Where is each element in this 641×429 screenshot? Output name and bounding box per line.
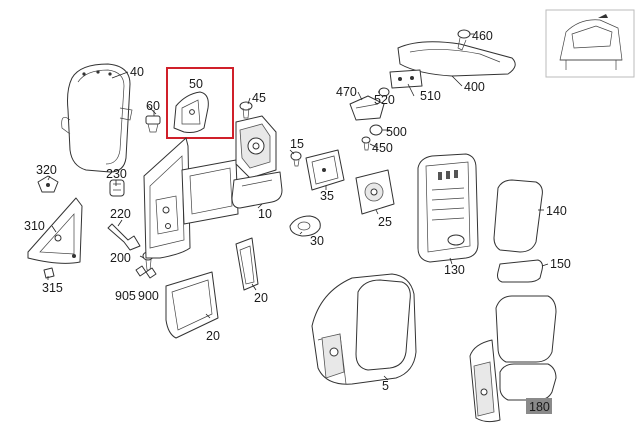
callout-180-badge[interactable]: 180	[526, 398, 552, 414]
callout-400[interactable]: 400	[464, 80, 485, 94]
part-35-plate[interactable]	[305, 149, 345, 191]
part-20-side-bracket[interactable]	[235, 237, 259, 291]
callout-180[interactable]: 180	[529, 400, 550, 414]
callout-470[interactable]: 470	[336, 85, 357, 99]
callout-45[interactable]: 45	[252, 91, 266, 105]
part-450-screw[interactable]	[361, 136, 371, 151]
highlight-box-50	[166, 67, 234, 139]
callout-230[interactable]: 230	[106, 167, 127, 181]
mirror-base-assembly[interactable]	[143, 137, 239, 259]
callout-520[interactable]: 520	[374, 93, 395, 107]
callout-220[interactable]: 220	[110, 207, 131, 221]
badge-180-bg	[526, 398, 552, 414]
thumbnail-windshield	[571, 25, 613, 49]
callout-500[interactable]: 500	[386, 125, 407, 139]
part-40-housing-cover[interactable]	[61, 63, 133, 173]
callout-20-side[interactable]: 20	[254, 291, 268, 305]
leader-lines	[47, 33, 549, 381]
callout-450[interactable]: 450	[372, 141, 393, 155]
callout-30[interactable]: 30	[310, 234, 324, 248]
callout-130[interactable]: 130	[444, 263, 465, 277]
callout-10[interactable]: 10	[258, 207, 272, 221]
callout-150[interactable]: 150	[550, 257, 571, 271]
callout-510[interactable]: 510	[420, 89, 441, 103]
thumbnail-bumper	[560, 59, 622, 70]
part-140-mirror-pane[interactable]	[493, 179, 543, 253]
callout-5[interactable]: 5	[382, 379, 389, 393]
part-30-bracket[interactable]	[289, 215, 321, 237]
callout-320[interactable]: 320	[36, 163, 57, 177]
callout-40[interactable]: 40	[130, 65, 144, 79]
part-220-lever[interactable]	[107, 223, 141, 251]
thumbnail-van-outline	[559, 19, 623, 61]
part-315-screw[interactable]	[43, 267, 55, 279]
part-20-lower-cover[interactable]	[165, 271, 219, 339]
callout-900[interactable]: 900	[138, 289, 159, 303]
part-510-plate[interactable]	[389, 69, 423, 89]
part-15-screw[interactable]	[290, 151, 302, 167]
callout-60[interactable]: 60	[146, 99, 160, 113]
callout-15[interactable]: 15	[290, 137, 304, 151]
callout-50[interactable]: 50	[189, 77, 203, 91]
vehicle-thumbnail[interactable]	[545, 9, 635, 78]
part-150-wide-angle-pane[interactable]	[497, 259, 543, 283]
callout-labels: 40 50 60 45 320 230 220 310 200 315 905 …	[24, 29, 571, 414]
callout-20-lower[interactable]: 20	[206, 329, 220, 343]
part-905-screw[interactable]	[135, 265, 147, 277]
part-50-bracket[interactable]	[166, 67, 234, 139]
callout-35[interactable]: 35	[320, 189, 334, 203]
part-45-screw[interactable]	[239, 101, 253, 119]
part-10-adjuster[interactable]	[231, 115, 283, 209]
part-25-heater[interactable]	[355, 169, 395, 215]
part-230-grommet[interactable]	[109, 179, 125, 197]
part-470-bracket[interactable]	[349, 95, 385, 121]
callout-25[interactable]: 25	[378, 215, 392, 229]
callout-140[interactable]: 140	[546, 204, 567, 218]
callout-310[interactable]: 310	[24, 219, 45, 233]
part-130-mirror-glass[interactable]	[417, 153, 479, 263]
thumbnail-frame	[545, 9, 635, 78]
part-500-bushing[interactable]	[369, 124, 383, 136]
thumbnail-mirror-marker	[598, 14, 608, 18]
part-5-mirror-assembly[interactable]	[311, 273, 417, 385]
part-60-screw[interactable]	[145, 110, 161, 133]
callout-315[interactable]: 315	[42, 281, 63, 295]
callout-905[interactable]: 905	[115, 289, 136, 303]
part-900-screw[interactable]	[145, 267, 157, 279]
part-180-mirror-assembly[interactable]	[469, 295, 557, 423]
callout-460[interactable]: 460	[472, 29, 493, 43]
callout-200[interactable]: 200	[110, 251, 131, 265]
part-320-clip[interactable]	[37, 175, 59, 193]
